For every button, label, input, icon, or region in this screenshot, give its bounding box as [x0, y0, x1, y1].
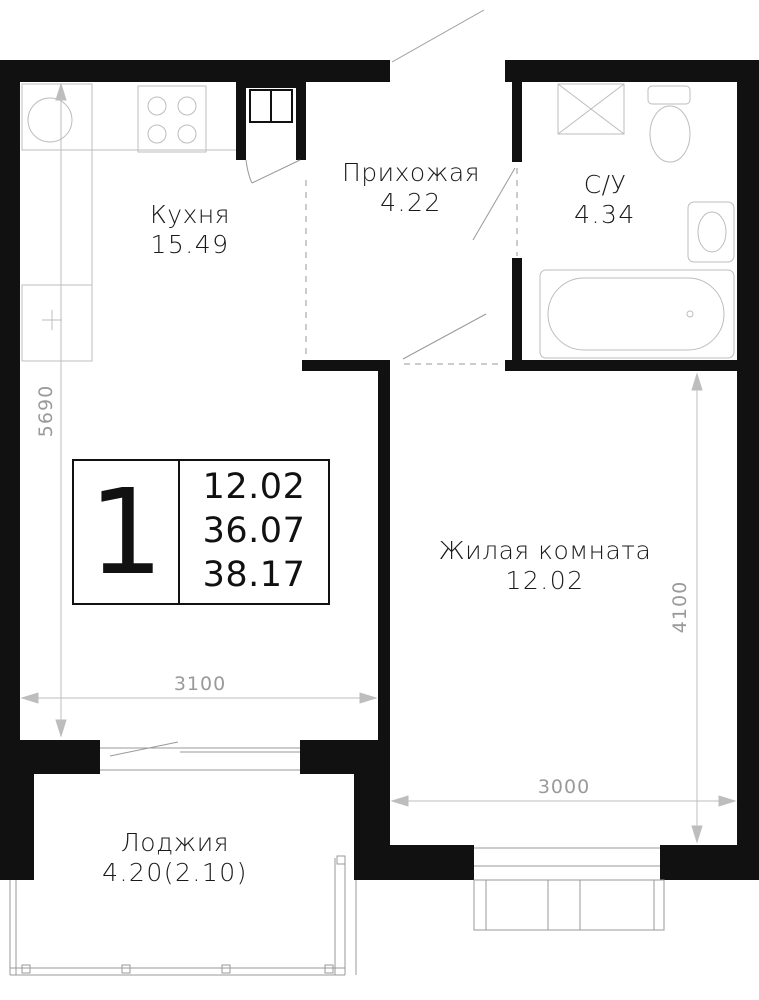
room-label-loggia: Лоджия 4.20(2.10) — [70, 828, 280, 888]
room-name: С/У — [583, 170, 627, 199]
room-area: 4.22 — [380, 188, 442, 217]
room-name: Кухня — [149, 200, 231, 229]
dim-kitchen-width: 3100 — [173, 673, 227, 695]
dimension-lines — [20, 82, 737, 844]
room-area: 4.34 — [574, 200, 636, 229]
area-summary-box: 1 12.02 36.07 38.17 — [72, 459, 330, 605]
bathroom-fixtures — [539, 83, 735, 359]
room-name: Жилая комната — [438, 536, 652, 565]
dim-living-width: 3000 — [537, 776, 591, 798]
room-label-living: Жилая комната 12.02 — [405, 536, 685, 596]
room-label-hallway: Прихожая 4.22 — [316, 158, 506, 218]
kitchen-fixtures — [21, 83, 293, 362]
dim-living-height: 4100 — [669, 580, 691, 634]
doors — [100, 9, 660, 975]
rooms-count: 1 — [74, 461, 180, 603]
walls — [0, 60, 759, 880]
room-area: 12.02 — [505, 566, 585, 595]
room-name: Прихожая — [341, 158, 481, 187]
room-label-bathroom: С/У 4.34 — [540, 170, 670, 230]
total-area-value: 36.07 — [202, 511, 306, 551]
room-label-kitchen: Кухня 15.49 — [110, 200, 270, 260]
total-with-loggia-value: 38.17 — [202, 555, 306, 595]
loggia-railing — [9, 855, 665, 976]
room-name: Лоджия — [121, 828, 229, 857]
area-values: 12.02 36.07 38.17 — [180, 465, 328, 597]
room-area: 4.20(2.10) — [102, 858, 248, 887]
dim-kitchen-height: 5690 — [35, 384, 57, 438]
room-area: 15.49 — [150, 230, 230, 259]
living-area-value: 12.02 — [202, 467, 306, 507]
